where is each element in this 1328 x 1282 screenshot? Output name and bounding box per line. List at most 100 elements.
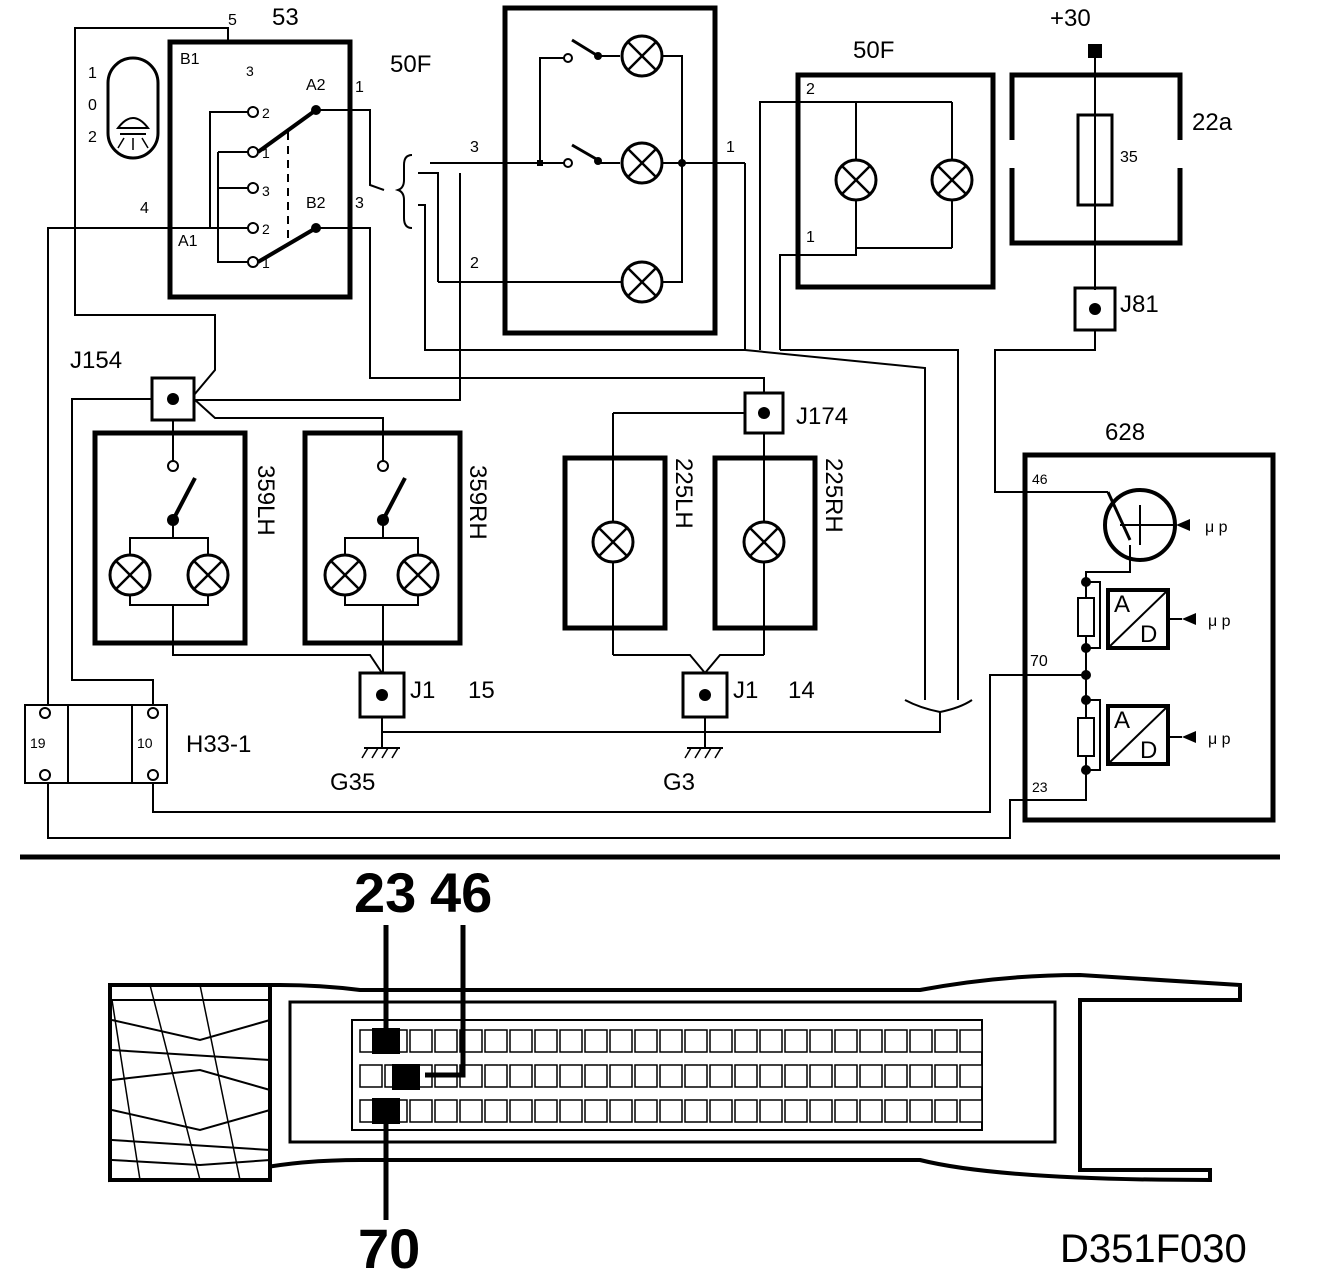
pin-label: 1 xyxy=(726,139,735,156)
lamp-icon xyxy=(742,520,786,564)
lamp-icon xyxy=(930,158,974,202)
pin-cavity xyxy=(734,1099,758,1123)
pin-cavity xyxy=(534,1029,558,1053)
pin-cavity xyxy=(684,1029,708,1053)
mu-p-label: μ p xyxy=(1208,731,1231,748)
pin-cavity xyxy=(359,1064,383,1088)
fuse-value: 35 xyxy=(1120,149,1138,166)
lamp-icon xyxy=(186,553,230,597)
lamp-225rh: 225RH xyxy=(712,433,847,655)
contact-label: 3 xyxy=(246,63,254,79)
pin-cavity xyxy=(884,1064,908,1088)
connector-id: H33-1 xyxy=(186,731,251,758)
pin-cavity xyxy=(584,1099,608,1123)
connector-h33-1: 19 10 H33-1 xyxy=(24,704,251,784)
ad-label: D xyxy=(1140,737,1157,764)
ad-label: D xyxy=(1140,621,1157,648)
pin-cavity xyxy=(809,1029,833,1053)
junction-j1-15: J1 15 xyxy=(358,671,495,719)
pin-cavity xyxy=(509,1064,533,1088)
pin-cavity xyxy=(584,1029,608,1053)
pin-5-label: 5 xyxy=(228,12,237,29)
ground-g35-icon: G35 xyxy=(330,717,400,796)
lamp-icon xyxy=(323,553,367,597)
pin-cavity xyxy=(709,1029,733,1053)
pin-label: 10 xyxy=(137,735,153,751)
pin-cavity xyxy=(759,1099,783,1123)
pin-cavity xyxy=(734,1064,758,1088)
pin-cavity xyxy=(659,1029,683,1053)
lamp-unit-50f: 50F 2 1 xyxy=(759,37,996,350)
pin-cavity xyxy=(634,1064,658,1088)
pin-70-label: 70 xyxy=(358,1217,420,1280)
pin-label: 2 xyxy=(806,81,815,98)
fuse-id: 22a xyxy=(1192,109,1233,136)
pin-label: 3 xyxy=(470,139,479,156)
pin-cavity xyxy=(859,1099,883,1123)
pin-cavity xyxy=(434,1099,458,1123)
headlamp-switch-53: 53 50F 5 4 1 3 B1 A2 B2 A1 1 0 2 xyxy=(88,4,431,300)
headlamp-knob-icon xyxy=(106,56,160,160)
contact-label: 1 xyxy=(262,255,270,271)
pin-cavity xyxy=(934,1029,958,1053)
junction-number: 14 xyxy=(788,677,815,704)
junction-label: J174 xyxy=(796,403,848,430)
pin-cavity xyxy=(809,1064,833,1088)
pin-cavity xyxy=(909,1064,933,1088)
pin-b2-label: B2 xyxy=(306,195,326,212)
pin-cavity xyxy=(934,1064,958,1088)
ground-g3-icon: G3 xyxy=(663,717,723,796)
pin-cavity xyxy=(759,1064,783,1088)
pin-cavity xyxy=(609,1099,633,1123)
contact-label: 2 xyxy=(262,221,270,237)
lamp-359lh: 359LH xyxy=(92,420,279,646)
pin-cavity xyxy=(834,1029,858,1053)
lamp-icon xyxy=(620,141,664,185)
center-lamp-unit: 3 1 2 xyxy=(430,5,745,336)
contact-label: 1 xyxy=(262,145,270,161)
pin-label: 46 xyxy=(1032,471,1048,487)
ad-label: A xyxy=(1114,707,1130,734)
ecu-connector-view: 23 46 70 xyxy=(108,861,1242,1280)
pin-cavity xyxy=(909,1099,933,1123)
pin-label: 23 xyxy=(1032,779,1048,795)
pin-cavity xyxy=(459,1099,483,1123)
pin-cavity xyxy=(784,1064,808,1088)
lamp-icon xyxy=(396,553,440,597)
pin-label: 2 xyxy=(470,255,479,272)
pin-cavity xyxy=(859,1064,883,1088)
pin-cavity xyxy=(884,1029,908,1053)
pin-label: 70 xyxy=(1030,653,1048,670)
mu-p-label: μ p xyxy=(1208,613,1231,630)
pin-cavity xyxy=(784,1029,808,1053)
pin-cavity xyxy=(534,1064,558,1088)
pin-cavity xyxy=(409,1029,433,1053)
pin-cavity xyxy=(909,1029,933,1053)
pin-cavity xyxy=(659,1064,683,1088)
junction-label: J81 xyxy=(1120,291,1159,318)
junction-j154: J154 xyxy=(70,347,196,422)
pin-cavity xyxy=(559,1029,583,1053)
pin-cavity xyxy=(734,1029,758,1053)
pin-cavity xyxy=(784,1099,808,1123)
lamp-id: 359LH xyxy=(252,465,279,536)
lamp-icon xyxy=(591,520,635,564)
lamp-icon xyxy=(108,553,152,597)
ad-label: A xyxy=(1114,591,1130,618)
mu-p-label: μ p xyxy=(1205,519,1228,536)
pin-cavity xyxy=(559,1064,583,1088)
pin-cavity xyxy=(534,1099,558,1123)
pin-cavity xyxy=(709,1099,733,1123)
junction-j174: J174 xyxy=(743,391,848,435)
pin-cavity xyxy=(834,1064,858,1088)
pin-cavity xyxy=(634,1099,658,1123)
pin-cavity xyxy=(959,1099,983,1123)
pin-cavity xyxy=(834,1099,858,1123)
pin-cavity xyxy=(559,1099,583,1123)
ground-label: G3 xyxy=(663,769,695,796)
pin-cavity xyxy=(759,1029,783,1053)
pin-label: 19 xyxy=(30,735,46,751)
pin-cavity xyxy=(809,1099,833,1123)
pin-cavity xyxy=(684,1064,708,1088)
